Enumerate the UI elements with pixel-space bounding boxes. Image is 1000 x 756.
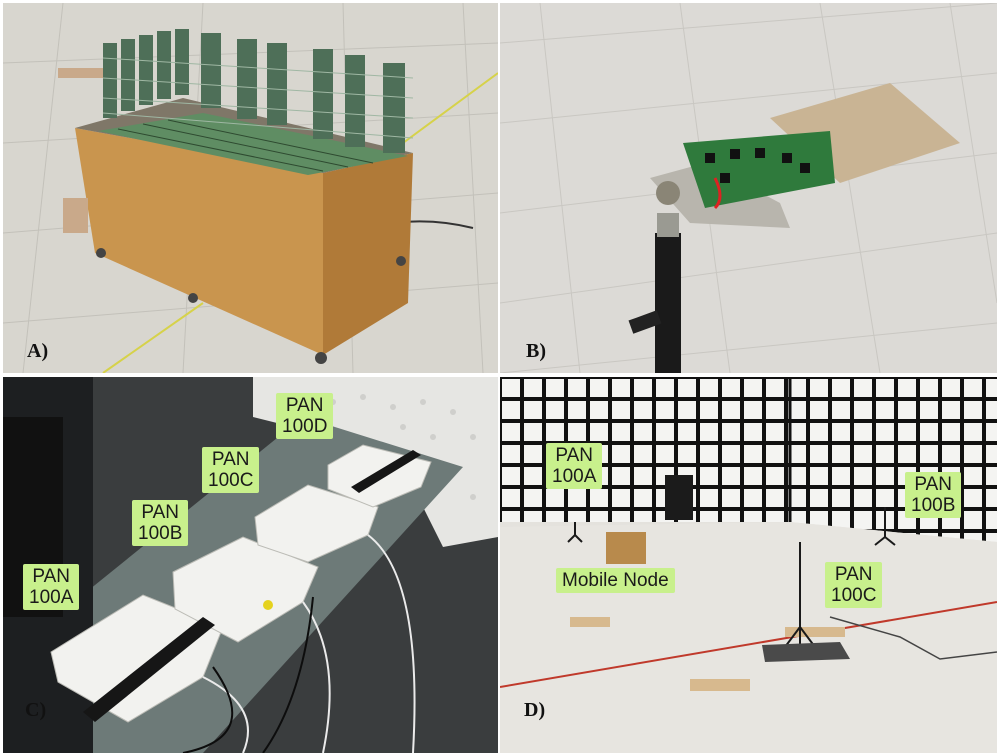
pan-100a-tag-c-line1: PAN [32, 566, 71, 587]
photo-panel-d: D) [500, 377, 997, 753]
panel-label-b: B) [526, 340, 546, 362]
pan-100a-tag-d-line2: 100A [552, 466, 597, 487]
pan-100c-tag-c: PAN 100C [202, 447, 260, 493]
pan-100d-tag-c-line1: PAN [285, 395, 324, 416]
pan-100a-tag-d-line1: PAN [555, 445, 594, 466]
pan-100a-tag-d: PAN 100A [546, 443, 603, 489]
pan-100a-tag-c: PAN 100A [23, 564, 80, 610]
pan-100c-tag-c-line2: 100C [208, 470, 254, 491]
anechoic-chamber-photo [500, 377, 997, 753]
antenna-array-cart-photo [3, 3, 498, 373]
pan-100c-tag-c-line1: PAN [211, 449, 250, 470]
panel-label-c: C) [25, 699, 47, 721]
pan-100b-tag-c-line1: PAN [141, 502, 180, 523]
panel-label-a: A) [27, 340, 49, 362]
pan-100b-tag-c-line2: 100B [138, 523, 183, 544]
pan-100b-tag-c: PAN 100B [132, 500, 189, 546]
photo-panel-b: B) [500, 3, 997, 373]
photo-panel-a: A) [3, 3, 498, 373]
pcb-on-tripod-photo [500, 3, 997, 373]
pan-100b-tag-d-line2: 100B [911, 495, 956, 516]
pan-100c-tag-d-line2: 100C [831, 585, 877, 606]
pan-100b-tag-d-line1: PAN [914, 474, 953, 495]
pan-100b-tag-d: PAN 100B [905, 472, 962, 518]
pan-100d-tag-c: PAN 100D [276, 393, 334, 439]
pan-100c-tag-d-line1: PAN [834, 564, 873, 585]
pan-100c-tag-d: PAN 100C [825, 562, 883, 608]
pan-100d-tag-c-line2: 100D [282, 416, 328, 437]
pan-100a-tag-c-line2: 100A [29, 587, 74, 608]
mobile-node-tag: Mobile Node [556, 568, 675, 593]
panel-label-d: D) [524, 699, 546, 721]
